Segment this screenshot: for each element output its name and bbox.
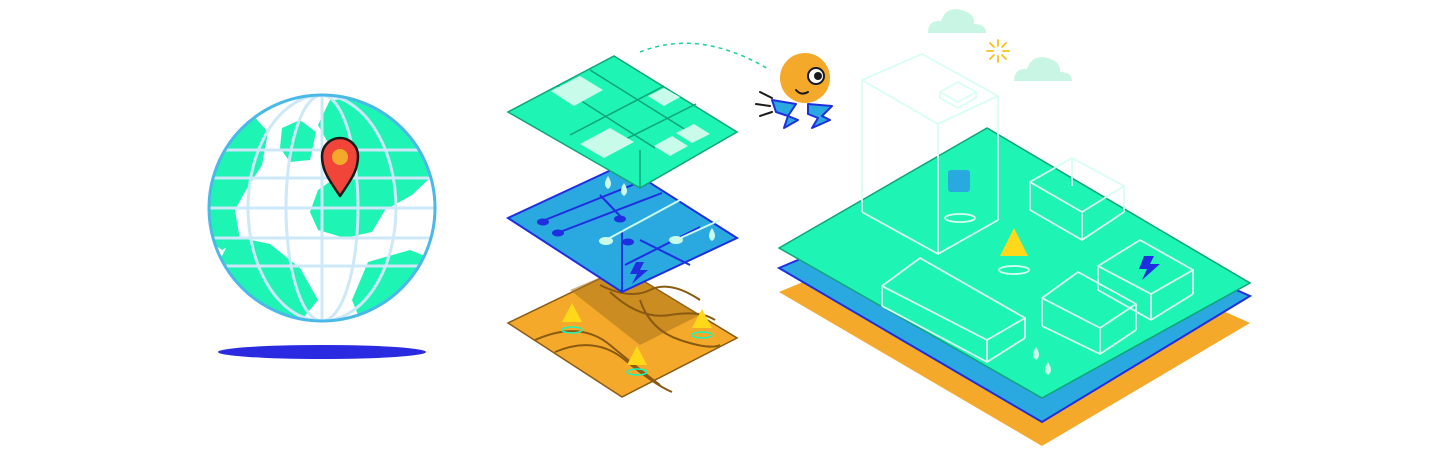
window-square bbox=[948, 170, 970, 192]
box-building bbox=[1041, 271, 1137, 355]
mountain-marker-icon bbox=[626, 346, 648, 376]
mascot-icon bbox=[755, 53, 833, 129]
tower-building bbox=[861, 53, 999, 255]
box-building bbox=[1029, 157, 1125, 241]
warning-triangle-icon bbox=[1000, 228, 1028, 256]
location-pin-icon bbox=[320, 136, 360, 198]
mountain-marker-icon bbox=[561, 303, 583, 334]
sun-icon bbox=[986, 39, 1010, 63]
lightning-bolt-icon bbox=[1139, 256, 1160, 280]
mountain-marker-icon bbox=[691, 309, 713, 339]
flight-path-dashed bbox=[639, 42, 771, 71]
cloud-icon bbox=[1014, 57, 1072, 81]
box-building bbox=[1097, 239, 1194, 321]
mint-surface-layer bbox=[777, 127, 1252, 399]
exploded-map-layers-icon bbox=[505, 55, 740, 398]
parcel-layer bbox=[506, 55, 739, 189]
water-drop-icon bbox=[605, 176, 611, 189]
globe-shadow bbox=[218, 345, 426, 359]
continent-shape bbox=[310, 98, 433, 238]
globe-icon bbox=[207, 93, 437, 359]
long-building bbox=[881, 257, 1026, 363]
terrain-layer bbox=[506, 267, 739, 398]
isometric-city-block-icon bbox=[776, 53, 1253, 446]
lightning-bolt-icon bbox=[630, 262, 648, 284]
utility-layer bbox=[505, 163, 740, 294]
water-drop-icon bbox=[1045, 362, 1051, 375]
cloud-icon bbox=[928, 9, 986, 34]
water-drop-icon bbox=[709, 228, 715, 241]
water-drop-icon bbox=[1033, 347, 1039, 360]
water-drop-icon bbox=[621, 183, 627, 196]
